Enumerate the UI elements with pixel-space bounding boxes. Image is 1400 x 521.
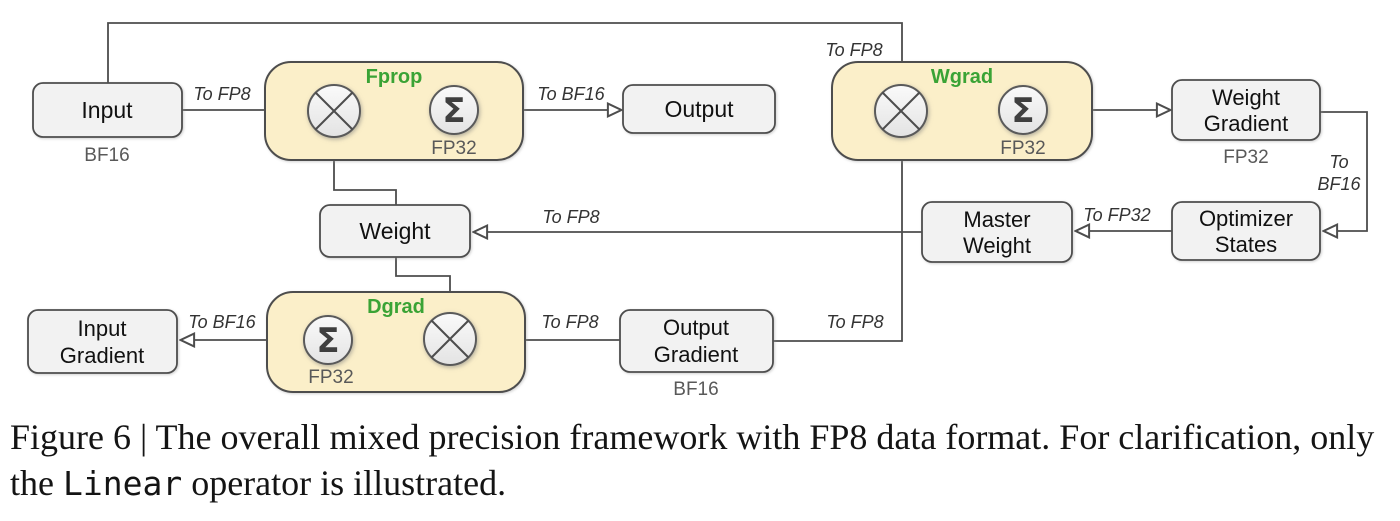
svg-text:States: States	[1215, 232, 1277, 257]
svg-text:Weight: Weight	[1212, 85, 1280, 110]
fprop-title: Fprop	[366, 66, 423, 88]
master-weight-node: Master Weight	[921, 201, 1073, 263]
fprop-accumulator-label: FP32	[431, 138, 476, 159]
dgrad-title: Dgrad	[367, 296, 425, 318]
sum-icon: Σ	[998, 85, 1048, 135]
edge-output-gradient-to-wgrad	[773, 143, 902, 342]
multiply-icon	[423, 312, 477, 366]
edge-labels: To FP8 To BF16 To FP8 To BF16 To FP32 To…	[188, 40, 1361, 332]
label-dgrad-to-input-gradient: To BF16	[188, 312, 256, 332]
caption-linear-code: Linear	[62, 464, 183, 503]
mixed-precision-diagram: Fprop Σ FP32 Wgrad Σ FP32 Dgrad Σ	[27, 22, 1368, 400]
wgrad-operator: Wgrad Σ FP32	[831, 61, 1093, 161]
svg-text:Input: Input	[81, 97, 133, 123]
wgrad-title: Wgrad	[931, 66, 993, 88]
label-output-gradient-to-wgrad: To FP8	[826, 312, 883, 332]
weight-gradient-node: Weight Gradient FP32	[1171, 79, 1321, 168]
weight-node: Weight	[319, 204, 471, 258]
svg-text:Master: Master	[963, 207, 1030, 232]
svg-text:Σ: Σ	[316, 321, 339, 361]
output-gradient-node: Output Gradient BF16	[619, 309, 774, 400]
multiply-icon	[307, 84, 361, 138]
fprop-operator: Fprop Σ FP32	[264, 61, 524, 161]
label-fprop-to-output: To BF16	[537, 84, 605, 104]
figure-caption: Figure 6 | The overall mixed precision f…	[10, 414, 1396, 507]
input-node: Input BF16	[32, 82, 183, 166]
label-input-to-wgrad: To FP8	[825, 40, 882, 60]
input-gradient-node: Input Gradient	[27, 309, 178, 374]
svg-text:Input: Input	[78, 316, 127, 341]
svg-text:Weight: Weight	[963, 233, 1031, 258]
svg-text:Σ: Σ	[1011, 91, 1034, 131]
label-optimizer-to-master: To FP32	[1083, 205, 1150, 225]
svg-text:Σ: Σ	[442, 91, 465, 131]
edge-weight-to-fprop	[334, 142, 397, 205]
input-format-label: BF16	[84, 145, 129, 166]
label-weight-gradient-to-optimizer-2: BF16	[1317, 174, 1361, 194]
caption-line2-post: operator is illustrated.	[182, 463, 507, 503]
svg-text:Gradient: Gradient	[60, 343, 144, 368]
svg-text:Output: Output	[663, 315, 729, 340]
label-output-gradient-to-dgrad: To FP8	[541, 312, 598, 332]
caption-line1: Figure 6 | The overall mixed precision f…	[10, 417, 1375, 457]
caption-line2-pre: the	[10, 463, 63, 503]
svg-text:Output: Output	[664, 96, 734, 122]
optimizer-states-node: Optimizer States	[1171, 201, 1321, 261]
wgrad-accumulator-label: FP32	[1000, 138, 1045, 159]
svg-text:Gradient: Gradient	[1204, 111, 1288, 136]
weight-gradient-format-label: FP32	[1223, 147, 1268, 168]
sum-icon: Σ	[303, 315, 353, 365]
svg-text:Optimizer: Optimizer	[1199, 206, 1293, 231]
sum-icon: Σ	[429, 85, 479, 135]
dgrad-accumulator-label: FP32	[308, 367, 353, 388]
output-gradient-format-label: BF16	[673, 379, 718, 400]
dgrad-operator: Dgrad Σ FP32	[266, 291, 526, 393]
label-weight-gradient-to-optimizer-1: To	[1329, 152, 1348, 172]
label-master-to-weight: To FP8	[542, 207, 599, 227]
svg-text:Weight: Weight	[359, 218, 431, 244]
label-input-to-fprop: To FP8	[193, 84, 250, 104]
output-node: Output	[622, 84, 776, 134]
svg-text:Gradient: Gradient	[654, 342, 738, 367]
multiply-icon	[874, 84, 928, 138]
edge-input-to-wgrad	[107, 22, 902, 83]
edge-weight-gradient-to-optimizer	[1320, 111, 1368, 231]
